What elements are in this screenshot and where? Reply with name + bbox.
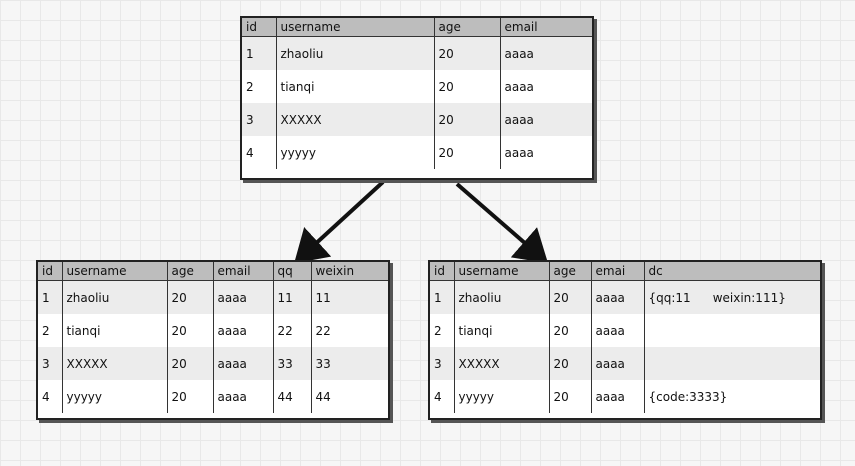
table-row: 4 yyyyy 20 aaaa 44 44 xyxy=(38,380,388,413)
cell-emai: aaaa xyxy=(591,314,645,347)
cell-username: yyyyy xyxy=(454,380,550,413)
cell-email: aaaa xyxy=(500,36,592,70)
cell-dc: {qq:11 weixin:111} xyxy=(644,280,820,314)
cell-id: 2 xyxy=(430,314,455,347)
table-row: 2 tianqi 20 aaaa xyxy=(242,70,592,103)
cell-age: 20 xyxy=(167,380,214,413)
table-row: 1 zhaoliu 20 aaaa {qq:11 weixin:111} xyxy=(430,280,820,314)
column-header-age: age xyxy=(434,18,501,37)
dc-qq-part: {qq:11 xyxy=(648,290,691,305)
table-header-row: id username age emai dc xyxy=(430,262,820,281)
cell-email: aaaa xyxy=(213,347,274,380)
dynamic-column-table: id username age emai dc 1 zhaoliu 20 aaa… xyxy=(428,260,822,420)
cell-age: 20 xyxy=(167,280,214,314)
cell-username: tianqi xyxy=(276,70,435,103)
column-header-email: email xyxy=(500,18,592,37)
column-header-qq: qq xyxy=(273,262,312,281)
cell-weixin: 33 xyxy=(311,347,388,380)
cell-id: 2 xyxy=(38,314,63,347)
dc-weixin-part: weixin:111} xyxy=(712,290,786,305)
cell-age: 20 xyxy=(549,280,592,314)
table-row: 2 tianqi 20 aaaa 22 22 xyxy=(38,314,388,347)
cell-qq: 11 xyxy=(273,280,312,314)
column-header-weixin: weixin xyxy=(311,262,388,281)
cell-weixin: 22 xyxy=(311,314,388,347)
column-header-username: username xyxy=(454,262,550,281)
cell-username: tianqi xyxy=(62,314,168,347)
column-header-id: id xyxy=(430,262,455,281)
cell-age: 20 xyxy=(167,314,214,347)
source-table: id username age email 1 zhaoliu 20 aaaa … xyxy=(240,16,594,180)
cell-id: 2 xyxy=(242,70,277,103)
cell-age: 20 xyxy=(434,36,501,70)
cell-qq: 44 xyxy=(273,380,312,413)
column-header-age: age xyxy=(549,262,592,281)
arrow-to-left-table xyxy=(294,180,385,264)
cell-age: 20 xyxy=(434,103,501,136)
extra-columns-table: id username age email qq weixin 1 zhaoli… xyxy=(36,260,390,420)
cell-email: aaaa xyxy=(213,314,274,347)
cell-username: zhaoliu xyxy=(62,280,168,314)
cell-username: zhaoliu xyxy=(276,36,435,70)
table-header-row: id username age email xyxy=(242,18,592,37)
cell-age: 20 xyxy=(549,380,592,413)
cell-email: aaaa xyxy=(500,70,592,103)
cell-id: 1 xyxy=(430,280,455,314)
table-row: 4 yyyyy 20 aaaa {code:3333} xyxy=(430,380,820,413)
cell-age: 20 xyxy=(434,136,501,169)
cell-id: 4 xyxy=(38,380,63,413)
cell-emai: aaaa xyxy=(591,280,645,314)
cell-id: 4 xyxy=(242,136,277,169)
table-row: 4 yyyyy 20 aaaa xyxy=(242,136,592,169)
cell-username: XXXXX xyxy=(62,347,168,380)
cell-age: 20 xyxy=(549,314,592,347)
column-header-email: email xyxy=(213,262,274,281)
cell-dc xyxy=(644,347,820,380)
table-header-row: id username age email qq weixin xyxy=(38,262,388,281)
column-header-username: username xyxy=(62,262,168,281)
cell-id: 1 xyxy=(38,280,63,314)
cell-age: 20 xyxy=(167,347,214,380)
cell-emai: aaaa xyxy=(591,380,645,413)
cell-age: 20 xyxy=(434,70,501,103)
table-row: 3 XXXXX 20 aaaa xyxy=(430,347,820,380)
cell-emai: aaaa xyxy=(591,347,645,380)
cell-email: aaaa xyxy=(213,380,274,413)
table-row: 1 zhaoliu 20 aaaa xyxy=(242,36,592,70)
arrow-to-right-table xyxy=(455,182,549,264)
column-header-id: id xyxy=(38,262,63,281)
cell-username: tianqi xyxy=(454,314,550,347)
cell-username: XXXXX xyxy=(276,103,435,136)
table-row: 3 XXXXX 20 aaaa xyxy=(242,103,592,136)
cell-dc: {code:3333} xyxy=(644,380,820,413)
cell-username: XXXXX xyxy=(454,347,550,380)
table-row: 2 tianqi 20 aaaa xyxy=(430,314,820,347)
cell-weixin: 44 xyxy=(311,380,388,413)
cell-username: zhaoliu xyxy=(454,280,550,314)
cell-id: 3 xyxy=(38,347,63,380)
table-row: 1 zhaoliu 20 aaaa 11 11 xyxy=(38,280,388,314)
cell-email: aaaa xyxy=(500,136,592,169)
column-header-emai: emai xyxy=(591,262,645,281)
cell-id: 1 xyxy=(242,36,277,70)
table-row: 3 XXXXX 20 aaaa 33 33 xyxy=(38,347,388,380)
cell-username: yyyyy xyxy=(276,136,435,169)
cell-qq: 22 xyxy=(273,314,312,347)
cell-email: aaaa xyxy=(213,280,274,314)
cell-id: 3 xyxy=(242,103,277,136)
cell-username: yyyyy xyxy=(62,380,168,413)
cell-age: 20 xyxy=(549,347,592,380)
cell-qq: 33 xyxy=(273,347,312,380)
cell-id: 4 xyxy=(430,380,455,413)
column-header-dc: dc xyxy=(644,262,820,281)
cell-weixin: 11 xyxy=(311,280,388,314)
cell-email: aaaa xyxy=(500,103,592,136)
cell-id: 3 xyxy=(430,347,455,380)
column-header-age: age xyxy=(167,262,214,281)
cell-dc xyxy=(644,314,820,347)
column-header-username: username xyxy=(276,18,435,37)
column-header-id: id xyxy=(242,18,277,37)
